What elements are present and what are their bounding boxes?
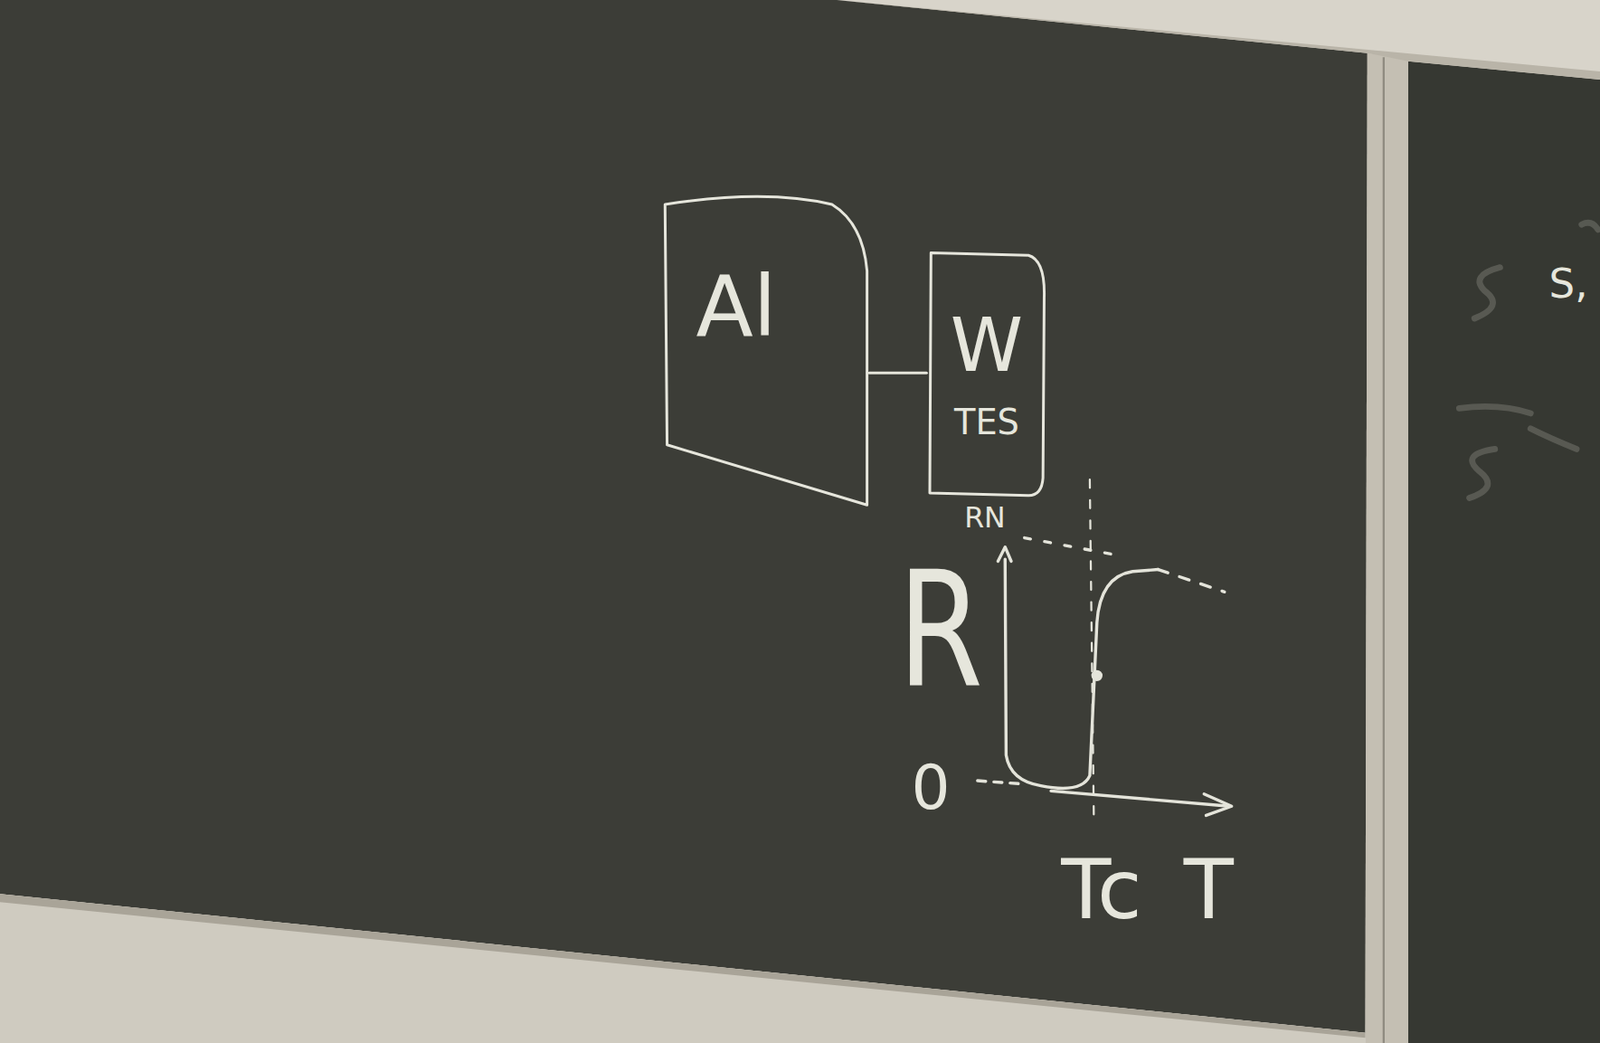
- normal-resistance-label: RN: [964, 503, 1006, 533]
- smudge: [1458, 406, 1577, 449]
- zero-dash: [977, 780, 1021, 784]
- smudge: [1474, 267, 1500, 319]
- tes-sensor-box: W TES: [926, 247, 1047, 498]
- smudge: [1581, 222, 1599, 230]
- origin-label: 0: [910, 757, 950, 819]
- axis-arrowhead: [1203, 794, 1231, 816]
- axis-label: T: [1183, 849, 1234, 931]
- node-subtitle: TES: [954, 405, 1020, 440]
- chalk-ledge: [0, 893, 1366, 1043]
- critical-temperature-label: Tc: [1060, 849, 1142, 931]
- box-border: [665, 196, 868, 505]
- axis-label: R: [898, 550, 984, 711]
- rn-level-dots: [1024, 538, 1123, 557]
- rn-arrowhead: [997, 547, 1012, 562]
- absorber-pad: Al: [662, 191, 870, 509]
- chalk-outline: [662, 191, 870, 509]
- left-board: [0, 0, 1368, 1033]
- smudge: [1469, 448, 1496, 498]
- chalk-smudges: [1458, 222, 1598, 498]
- node-title: Al: [695, 265, 777, 350]
- top-frame: [836, 0, 1600, 80]
- node-title: W: [950, 309, 1023, 383]
- partial-note: S,: [1549, 263, 1589, 304]
- box-border: [929, 253, 1045, 496]
- board-frame: [1365, 53, 1409, 1043]
- resistance-curve: [1004, 558, 1158, 788]
- resistance-graph: [977, 479, 1232, 823]
- connection-line: [869, 371, 927, 375]
- right-board: [1408, 61, 1600, 1043]
- tc-marker: [1089, 479, 1095, 823]
- frame-shadow: [1382, 56, 1385, 1043]
- operating-point: [1092, 671, 1101, 680]
- ledge-edge: [0, 893, 1366, 1038]
- normal-state-dash: [1157, 569, 1224, 593]
